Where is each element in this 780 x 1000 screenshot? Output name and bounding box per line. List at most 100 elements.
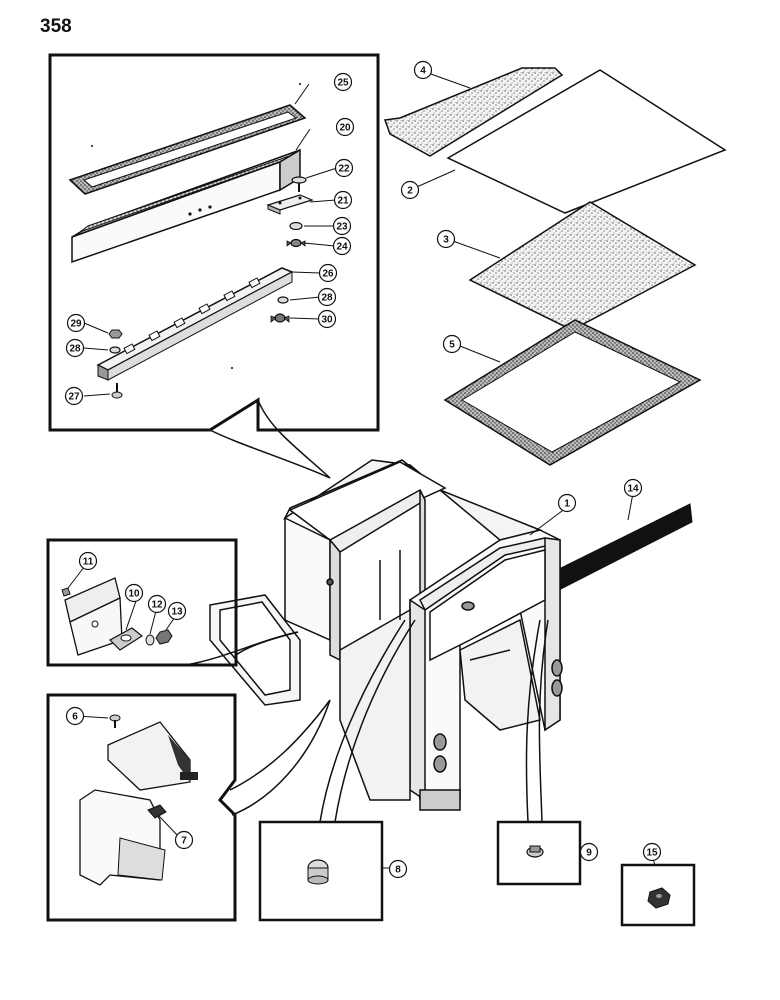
wing-nut [270,313,290,323]
callout-circle [66,313,86,333]
grommet [526,845,544,858]
callout-20: 20 [335,117,355,137]
bolt [111,383,123,399]
callout-label: 30 [321,315,333,326]
callout-circle [557,493,577,513]
plug-inset [258,619,416,922]
cover-inset [46,693,331,922]
callout-label: 2 [407,186,413,197]
hex-nut [108,329,123,339]
plug [307,859,329,885]
callout-9: 9 [579,842,599,862]
callout-label: 29 [70,319,82,330]
callout-circle [167,601,187,621]
callout-23: 23 [332,216,352,236]
callout-label: 26 [322,269,334,280]
callout-6: 6 [65,706,85,726]
air-filter [71,148,301,264]
callout-circle [442,334,462,354]
callout-label: 25 [337,78,349,89]
callout-label: 5 [449,340,455,351]
callout-8: 8 [388,859,408,879]
callout-label: 6 [72,712,78,723]
callout-21: 21 [333,190,353,210]
callout-circle [65,706,85,726]
callout-label: 3 [443,235,449,246]
bolt [291,176,307,192]
callout-circle [334,158,354,178]
callout-11: 11 [78,551,98,571]
callout-14: 14 [623,478,643,498]
washer [277,296,289,304]
filter-inset [48,53,380,479]
callout-4: 4 [413,60,433,80]
callout-label: 24 [336,242,348,253]
hex-nut [647,887,671,909]
callout-circle [333,190,353,210]
mount-plate [109,627,144,651]
callout-circle [413,60,433,80]
callout-label: 21 [337,196,349,207]
callout-circle [436,229,456,249]
roof-panel [446,69,727,214]
cab-frame [209,459,563,811]
callout-3: 3 [436,229,456,249]
washer [145,634,155,646]
callout-27: 27 [64,386,84,406]
callout-28: 28 [317,287,337,307]
callout-circle [335,117,355,137]
callout-12: 12 [147,594,167,614]
callout-label: 7 [181,836,187,847]
wing-nut [286,238,306,248]
callout-circle [400,180,420,200]
callout-label: 27 [68,392,80,403]
callouts: 1234567891011121314152021222324252627282… [64,60,662,879]
callout-circle [147,594,167,614]
callout-label: 12 [151,600,163,611]
callout-13: 13 [167,601,187,621]
callout-circle [318,263,338,283]
callout-28: 28 [65,338,85,358]
mount-inset [46,538,299,667]
callout-label: 28 [69,344,81,355]
callout-15: 15 [642,842,662,862]
mounting-bracket [96,267,294,381]
callout-circle [124,583,144,603]
housing [79,789,167,886]
hex-nut [155,629,173,645]
bolt [109,714,121,728]
cover-plate [107,721,198,791]
callout-circle [623,478,643,498]
callout-24: 24 [332,236,352,256]
callout-circle [332,236,352,256]
callout-30: 30 [317,309,337,329]
nut-inset [620,863,696,927]
callout-circle [332,216,352,236]
seal-strip [552,503,693,593]
callout-22: 22 [334,158,354,178]
callout-25: 25 [333,72,353,92]
callout-label: 28 [321,293,333,304]
callout-circle [65,338,85,358]
callout-2: 2 [400,180,420,200]
callout-label: 4 [420,66,426,77]
callout-26: 26 [318,263,338,283]
insulation-pad [468,201,697,331]
callout-circle [388,859,408,879]
roof-seal-gasket [443,319,702,466]
filter-gasket [68,104,307,195]
callout-circle [317,287,337,307]
page-number: 358 [40,16,72,37]
callout-label: 10 [128,589,140,600]
callout-label: 11 [83,557,94,568]
callout-label: 1 [564,499,570,510]
callout-circle [174,830,194,850]
washer [109,346,121,354]
headliner-panel [383,67,564,157]
washer [289,221,303,231]
callout-circle [333,72,353,92]
callout-label: 13 [171,607,183,618]
retainer-plate [266,194,314,215]
callout-1: 1 [557,493,577,513]
